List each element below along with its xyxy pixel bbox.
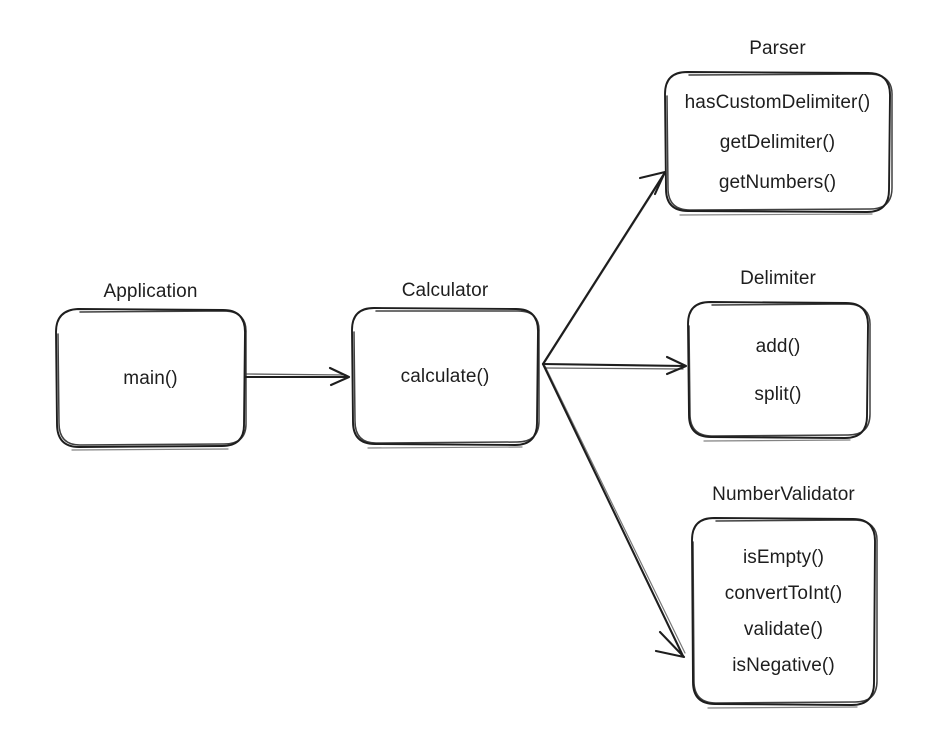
node-methods-calculator: calculate()	[352, 308, 538, 445]
edge-application-to-calculator[interactable]	[244, 366, 351, 387]
method-label: hasCustomDelimiter()	[684, 91, 871, 113]
node-shape-application[interactable]	[55, 308, 247, 451]
node-shape-calculator[interactable]	[351, 307, 540, 449]
edge-calculator-to-parser[interactable]	[541, 170, 667, 366]
node-title-delimiter: Delimiter	[740, 268, 816, 289]
node-shape-numbervalidator[interactable]	[691, 517, 878, 709]
method-label: split()	[754, 383, 802, 405]
node-title-parser: Parser	[749, 38, 806, 59]
method-label: getDelimiter()	[719, 131, 836, 153]
edge-calculator-to-delimiter[interactable]	[541, 355, 688, 376]
node-shape-delimiter[interactable]	[687, 301, 871, 442]
node-methods-numbervalidator: isEmpty() convertToInt() validate() isNegat…	[692, 518, 875, 705]
method-label: calculate()	[400, 366, 490, 387]
node-methods-delimiter: add() split()	[688, 302, 868, 438]
node-shape-parser[interactable]	[664, 71, 893, 216]
method-label: validate()	[743, 619, 824, 640]
method-label: main()	[123, 367, 178, 389]
node-methods-application: main()	[56, 309, 245, 447]
method-label: isNegative()	[732, 655, 835, 676]
node-title-calculator: Calculator	[401, 280, 489, 301]
node-methods-parser: hasCustomDelimiter() getDelimiter() getNum…	[665, 72, 890, 212]
edge-calculator-to-numbervalidator[interactable]	[541, 362, 686, 659]
node-title-application: Application	[103, 281, 198, 302]
node-title-numbervalidator: NumberValidator	[712, 484, 855, 505]
method-label: add()	[755, 335, 801, 357]
method-label: getNumbers()	[718, 171, 837, 193]
method-label: convertToInt()	[724, 583, 843, 604]
method-label: isEmpty()	[742, 547, 825, 568]
